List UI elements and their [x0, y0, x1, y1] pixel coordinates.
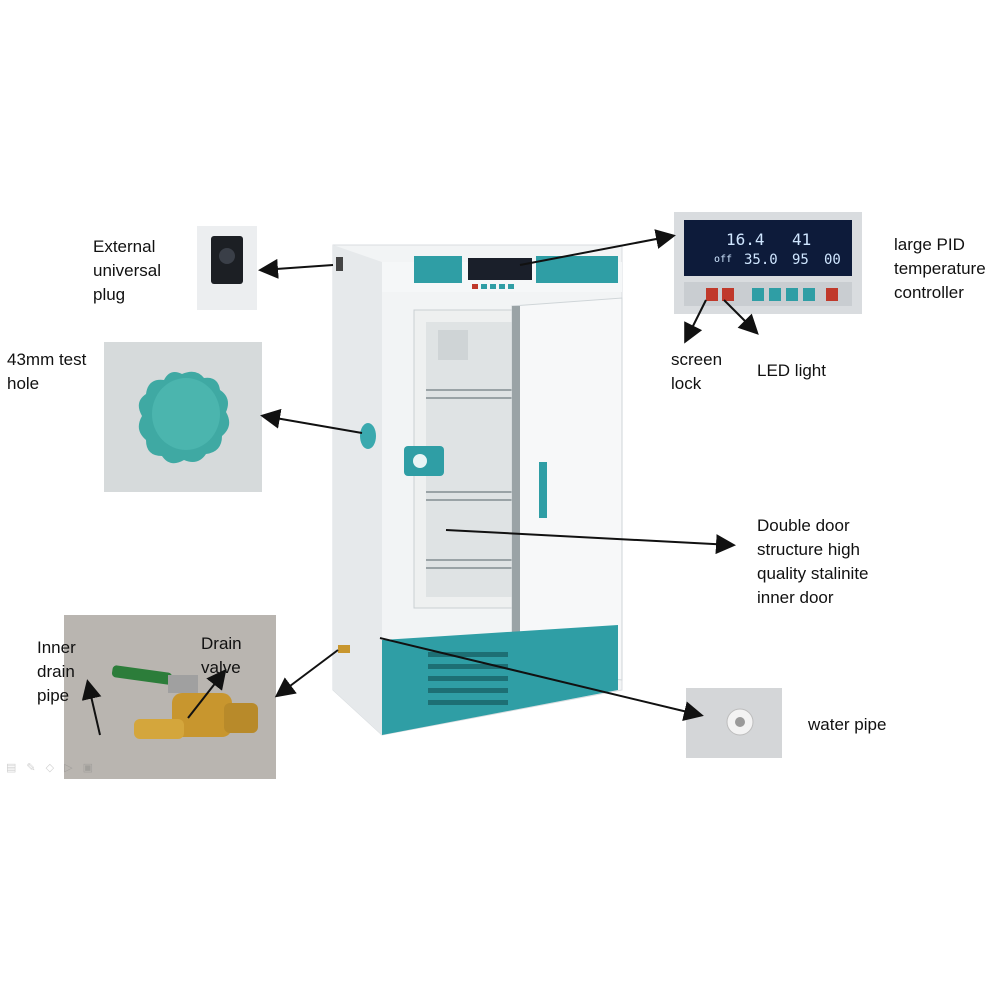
slide-toolbar: ▤ ✎ ◇ ▷ ▣ — [6, 761, 93, 774]
lcd-temp-reading: 16.4 — [726, 230, 765, 249]
outer-door — [511, 297, 623, 681]
pid-controller-photo: 16.4 41 off 35.0 95 00 — [674, 212, 862, 314]
lcd-mode: off — [714, 254, 733, 265]
water-pipe-photo — [686, 688, 782, 758]
eraser-icon[interactable]: ◇ — [45, 762, 55, 774]
external-plug-photo — [197, 226, 257, 310]
label-external-plug: External universal plug — [93, 237, 162, 304]
label-screen-lock: screen lock — [671, 350, 723, 393]
test-hole-photo — [104, 342, 262, 492]
screen-lock-button[interactable] — [706, 288, 718, 301]
menu-icon[interactable]: ▤ — [6, 762, 17, 774]
camera-icon[interactable]: ▣ — [82, 762, 93, 774]
door-latch — [404, 446, 444, 476]
pen-icon[interactable]: ✎ — [26, 762, 36, 774]
label-led-light: LED light — [757, 361, 826, 380]
pointer-icon[interactable]: ▷ — [64, 762, 73, 774]
lcd-timer: 00 — [824, 252, 841, 268]
label-drain-valve: Drain valve — [201, 634, 242, 677]
test-hole-cap — [360, 423, 376, 449]
label-test-hole: 43mm test hole — [7, 350, 87, 393]
label-water-pipe: water pipe — [808, 715, 887, 734]
led-light-button[interactable] — [722, 288, 734, 301]
label-pid-controller: large PID temperature controller — [894, 235, 986, 302]
label-inner-drain-pipe: Inner drain pipe — [37, 638, 76, 705]
lcd-humidity-setpoint: 95 — [792, 252, 809, 268]
label-double-door: Double door structure high quality stali… — [757, 516, 869, 607]
lcd-temp-setpoint: 35.0 — [744, 252, 778, 268]
lcd-humidity-reading: 41 — [792, 230, 812, 249]
